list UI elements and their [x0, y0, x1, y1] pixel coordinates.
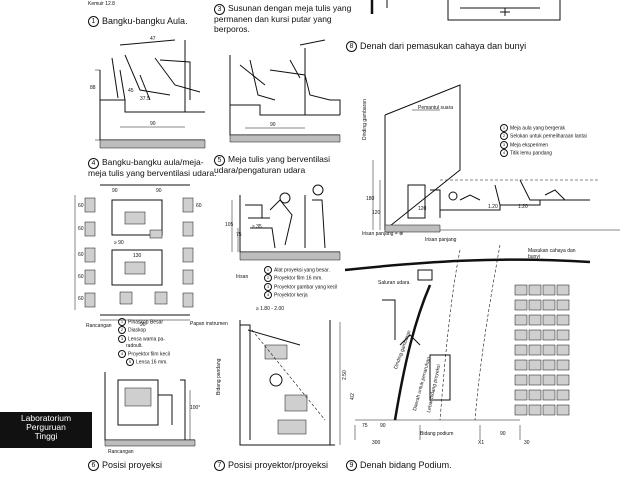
fig4-dim-h: 60 — [196, 203, 202, 209]
fig9-dim-a: 75 — [362, 423, 368, 429]
fig8-section-drawing — [372, 84, 620, 233]
fig8-dim-e: 1.20 — [518, 204, 528, 210]
fig1-dim-a: 47 — [150, 36, 156, 42]
fig5-dim-b: 75 — [236, 232, 242, 238]
fig1-dim-b: 88 — [90, 85, 96, 91]
fig6-label-floor: Rancangan — [108, 449, 134, 455]
fig8-dim-a: 180 — [366, 196, 375, 202]
fig8-label-height: Dinding gambaran — [362, 99, 368, 140]
fig8-dim-c: 120 — [418, 206, 427, 212]
fig5-dim-c: ≥ 35 — [252, 224, 262, 230]
fig6-label-screen: Papan instrumen — [190, 321, 228, 327]
fig4-dim-c: 60 — [78, 203, 84, 209]
fig4-dim-i: ≥ 90 — [114, 240, 124, 246]
fig6-dim: 100° — [190, 405, 201, 411]
fig4-dim-d: 60 — [78, 226, 84, 232]
fig6-projection — [104, 372, 196, 447]
fig8-dim-d: 1.20 — [488, 204, 498, 210]
fig9-dim-c: 90 — [500, 431, 506, 437]
fig7-dim: 2.50 — [342, 370, 348, 380]
fig9-label-podium: Bidang podium — [420, 431, 454, 437]
fig8-label-section: Irisan panjang — [425, 237, 457, 243]
fig4-dim-a: 90 — [112, 188, 118, 194]
fig5-desk-section — [231, 184, 341, 261]
fig4-dim-e: 60 — [78, 252, 84, 258]
fig9-dim-f: 300 — [372, 440, 381, 446]
fig5-dim-a: 105 — [225, 222, 234, 228]
fig7-projector-plan — [239, 320, 341, 446]
fig8-label-line: Irisan panjang = ⊗ — [362, 231, 404, 237]
top-corner-fragments — [370, 0, 561, 21]
fig9-seating-grid — [514, 284, 570, 416]
header-note: Kemuir 12.8 — [88, 1, 115, 7]
fig9-label-vent: Saluran udara — [378, 280, 410, 286]
fig8-label-screen: Pemantul suara — [418, 105, 454, 111]
fig4-dim-g: 60 — [78, 296, 84, 302]
fig9-label-light: Masukan cahaya dan bunyi — [528, 248, 576, 260]
fig3-dim: 90 — [270, 122, 276, 128]
fig5-label: Irisan — [236, 274, 249, 280]
fig8-dim-b: 120 — [372, 210, 381, 216]
fig9-podium-plan — [344, 244, 591, 440]
fig4-dim-b: 90 — [156, 188, 162, 194]
fig7-label-wall: Bidang pandang — [216, 358, 222, 395]
fig3-fixed-desks — [229, 39, 341, 143]
fig9-dim-e: X1 — [478, 440, 485, 446]
fig1-auditorium-seats — [95, 39, 206, 149]
section-tab: Laboratorium Perguruan Tinggi — [0, 412, 92, 448]
fig1-dim-d: 37.5 — [140, 96, 150, 102]
fig5-dim-d: ≥ 1.80 - 2.00 — [256, 306, 285, 312]
fig4-label-plan: Rancangan — [86, 323, 112, 329]
fig4-dim-k: 90 — [140, 322, 146, 328]
fig4-dim-j: 130 — [133, 253, 142, 259]
fig4-dim-f: 60 — [78, 274, 84, 280]
fig1-dim-c: 45 — [128, 88, 134, 94]
fig9-dim-g: 4/2 — [350, 393, 356, 400]
fig4-plan — [74, 184, 194, 321]
fig1-dim-e: 90 — [150, 121, 156, 127]
fig9-dim-d: 30 — [524, 440, 530, 446]
fig9-dim-b: 90 — [380, 423, 386, 429]
